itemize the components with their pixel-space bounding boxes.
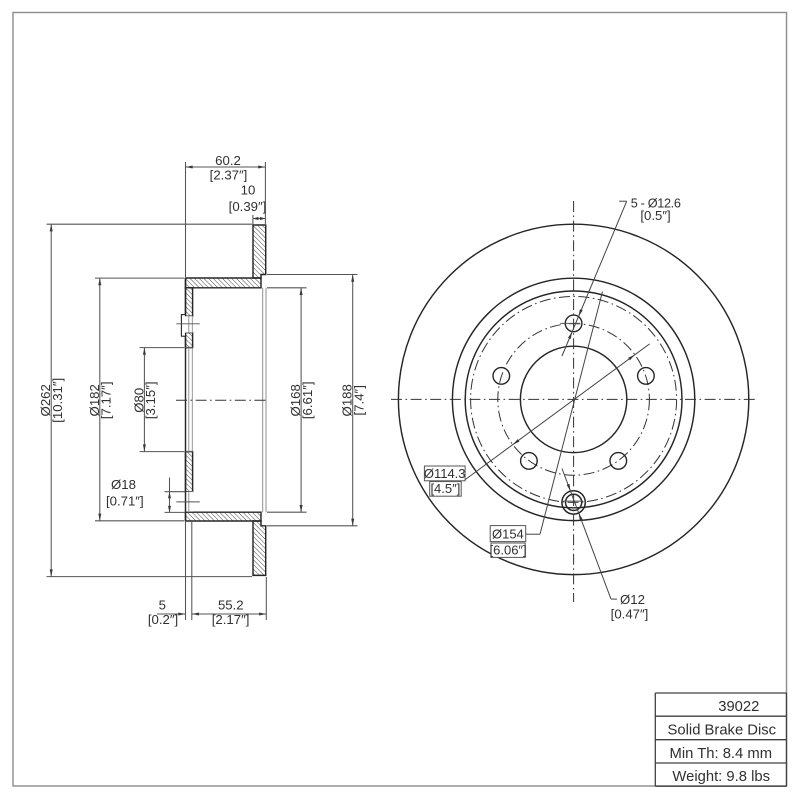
svg-text:[0.39″]: [0.39″]	[229, 199, 267, 214]
svg-text:[0.2″]: [0.2″]	[148, 612, 178, 627]
svg-text:[0.71″]: [0.71″]	[106, 494, 144, 509]
svg-text:[3.15″]: [3.15″]	[143, 381, 158, 419]
svg-text:[4.5″]: [4.5″]	[430, 481, 460, 496]
svg-text:Ø154: Ø154	[492, 526, 524, 541]
svg-text:Ø114.3: Ø114.3	[424, 466, 466, 481]
svg-text:[6.61″]: [6.61″]	[300, 381, 315, 419]
svg-text:39022: 39022	[718, 699, 759, 715]
svg-text:Ø18: Ø18	[111, 477, 136, 492]
svg-text:Solid Brake Disc: Solid Brake Disc	[668, 723, 777, 739]
svg-text:[2.37″]: [2.37″]	[210, 168, 248, 183]
svg-text:[10.31″]: [10.31″]	[50, 378, 65, 423]
svg-text:Weight: 9.8 lbs: Weight: 9.8 lbs	[672, 769, 770, 785]
svg-text:Ø188: Ø188	[340, 384, 355, 416]
svg-text:[7.17″]: [7.17″]	[99, 381, 114, 419]
svg-text:Min Th: 8.4 mm: Min Th: 8.4 mm	[670, 746, 773, 762]
svg-text:5: 5	[159, 597, 166, 612]
svg-text:Ø168: Ø168	[288, 384, 303, 416]
svg-text:5 - Ø12.6: 5 - Ø12.6	[631, 197, 681, 211]
svg-text:10: 10	[241, 183, 256, 198]
svg-text:[6.06″]: [6.06″]	[490, 542, 527, 557]
svg-text:Ø12: Ø12	[620, 592, 645, 607]
svg-text:[7.4″]: [7.4″]	[352, 385, 367, 415]
svg-text:[0.47″]: [0.47″]	[611, 607, 649, 622]
svg-text:60.2: 60.2	[215, 153, 241, 168]
svg-text:[2.17″]: [2.17″]	[212, 612, 250, 627]
svg-text:Ø182: Ø182	[87, 384, 102, 416]
svg-text:Ø262: Ø262	[38, 384, 53, 416]
svg-text:Ø80: Ø80	[131, 388, 146, 413]
svg-text:55.2: 55.2	[218, 598, 244, 613]
svg-text:[0.5″]: [0.5″]	[640, 208, 670, 223]
